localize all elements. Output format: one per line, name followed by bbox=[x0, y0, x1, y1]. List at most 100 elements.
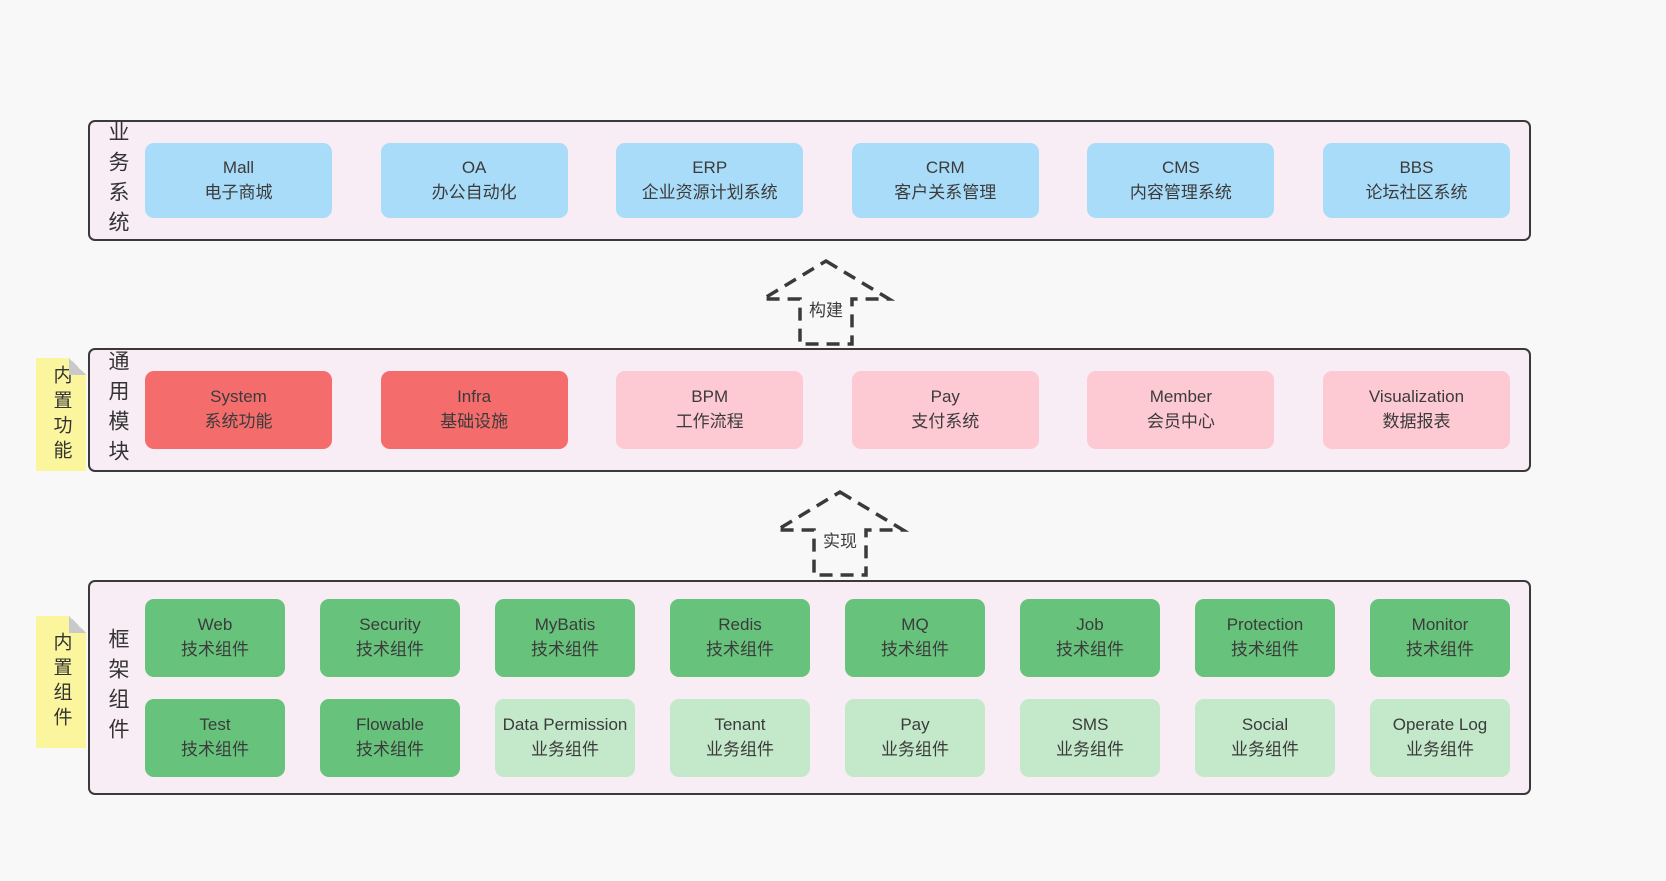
box-title: Visualization bbox=[1368, 387, 1465, 407]
sticky-built-in-features-label: 内置功能 bbox=[50, 364, 72, 465]
box-system: System 系统功能 bbox=[145, 371, 332, 449]
box-subtitle: 客户关系管理 bbox=[894, 182, 997, 202]
box-oa: OA 办公自动化 bbox=[380, 143, 568, 218]
box-sms: SMS 业务组件 bbox=[1020, 698, 1160, 777]
framework-row-1: Web 技术组件 Security 技术组件 MyBatis 技术组件 Redi… bbox=[145, 598, 1510, 677]
box-tenant: Tenant 业务组件 bbox=[670, 698, 810, 777]
box-job: Job 技术组件 bbox=[1020, 598, 1160, 677]
box-subtitle: 系统功能 bbox=[204, 412, 273, 431]
box-title: Infra bbox=[457, 387, 492, 407]
box-subtitle: 电子商城 bbox=[204, 182, 273, 202]
box-mall: Mall 电子商城 bbox=[145, 143, 332, 218]
box-title: MyBatis bbox=[534, 614, 596, 634]
box-title: Protection bbox=[1226, 614, 1304, 634]
box-title: Tenant bbox=[714, 714, 766, 734]
box-data-permission: Data Permission 业务组件 bbox=[495, 698, 635, 777]
box-subtitle: 内容管理系统 bbox=[1129, 182, 1232, 202]
box-title: Security bbox=[359, 614, 421, 634]
box-title: OA bbox=[461, 157, 487, 177]
band-common-modules-content: System 系统功能 Infra 基础设施 BPM 工作流程 Pay 支付系统… bbox=[145, 350, 1510, 470]
arrow-implement: 实现 bbox=[770, 487, 910, 579]
arrow-build: 构建 bbox=[756, 256, 896, 348]
band-business-systems-label: 业务系统 bbox=[106, 120, 129, 241]
arrow-build-label: 构建 bbox=[806, 296, 846, 321]
box-subtitle: 工作流程 bbox=[675, 412, 744, 431]
box-title: Test bbox=[199, 714, 231, 734]
box-test: Test 技术组件 bbox=[145, 698, 285, 777]
box-bbs: BBS 论坛社区系统 bbox=[1322, 143, 1510, 218]
box-redis: Redis 技术组件 bbox=[670, 598, 810, 677]
box-title: MQ bbox=[901, 614, 929, 634]
box-title: Monitor bbox=[1411, 614, 1469, 634]
box-title: Pay bbox=[930, 387, 960, 407]
sticky-built-in-components-label: 内置组件 bbox=[50, 632, 72, 732]
box-subtitle: 企业资源计划系统 bbox=[641, 182, 778, 202]
band-framework-components-label: 框架组件 bbox=[106, 627, 129, 748]
box-mq: MQ 技术组件 bbox=[845, 598, 985, 677]
box-title: ERP bbox=[692, 157, 728, 177]
box-subtitle: 基础设施 bbox=[440, 412, 509, 431]
box-title: Operate Log bbox=[1392, 714, 1488, 734]
band-common-modules: 通用模块 System 系统功能 Infra 基础设施 BPM 工作流程 Pay… bbox=[88, 348, 1531, 472]
box-title: Social bbox=[1241, 714, 1289, 734]
box-title: Job bbox=[1076, 614, 1104, 634]
box-subtitle: 技术组件 bbox=[181, 639, 249, 659]
box-web: Web 技术组件 bbox=[145, 598, 285, 677]
box-visualization: Visualization 数据报表 bbox=[1322, 371, 1510, 449]
box-cms: CMS 内容管理系统 bbox=[1087, 143, 1275, 218]
box-subtitle: 业务组件 bbox=[531, 739, 599, 759]
box-erp: ERP 企业资源计划系统 bbox=[616, 143, 804, 218]
box-pay-module: Pay 支付系统 bbox=[851, 371, 1039, 449]
box-pay-component: Pay 业务组件 bbox=[845, 698, 985, 777]
sticky-built-in-components: 内置组件 bbox=[36, 616, 86, 748]
box-title: CRM bbox=[925, 157, 965, 177]
box-subtitle: 业务组件 bbox=[881, 739, 949, 759]
sticky-built-in-features: 内置功能 bbox=[36, 358, 86, 471]
box-subtitle: 技术组件 bbox=[356, 639, 424, 659]
box-title: Flowable bbox=[355, 714, 425, 734]
box-title: Redis bbox=[718, 614, 762, 634]
box-title: BBS bbox=[1399, 157, 1434, 177]
box-subtitle: 技术组件 bbox=[881, 639, 949, 659]
box-subtitle: 技术组件 bbox=[1406, 639, 1474, 659]
box-subtitle: 技术组件 bbox=[181, 739, 249, 759]
box-operate-log: Operate Log 业务组件 bbox=[1370, 698, 1510, 777]
box-flowable: Flowable 技术组件 bbox=[320, 698, 460, 777]
box-title: Member bbox=[1149, 387, 1213, 407]
box-monitor: Monitor 技术组件 bbox=[1370, 598, 1510, 677]
box-subtitle: 办公自动化 bbox=[431, 182, 517, 202]
arrow-implement-label: 实现 bbox=[820, 527, 860, 552]
band-common-modules-label: 通用模块 bbox=[106, 350, 129, 470]
box-subtitle: 业务组件 bbox=[1056, 739, 1124, 759]
box-member: Member 会员中心 bbox=[1087, 371, 1275, 449]
box-title: SMS bbox=[1071, 714, 1109, 734]
box-title: Pay bbox=[900, 714, 930, 734]
box-mybatis: MyBatis 技术组件 bbox=[495, 598, 635, 677]
box-subtitle: 业务组件 bbox=[1231, 739, 1299, 759]
box-protection: Protection 技术组件 bbox=[1195, 598, 1335, 677]
box-title: Data Permission bbox=[502, 714, 628, 734]
box-title: Mall bbox=[222, 157, 255, 177]
band-framework-components: 框架组件 Web 技术组件 Security 技术组件 MyBatis 技术组件… bbox=[88, 580, 1531, 795]
band-business-systems: 业务系统 Mall 电子商城 OA 办公自动化 ERP 企业资源计划系统 CRM… bbox=[88, 120, 1531, 241]
box-infra: Infra 基础设施 bbox=[380, 371, 568, 449]
box-security: Security 技术组件 bbox=[320, 598, 460, 677]
box-title: System bbox=[210, 387, 267, 407]
box-subtitle: 技术组件 bbox=[531, 639, 599, 659]
box-subtitle: 技术组件 bbox=[1056, 639, 1124, 659]
framework-row-2: Test 技术组件 Flowable 技术组件 Data Permission … bbox=[145, 698, 1510, 777]
box-bpm: BPM 工作流程 bbox=[616, 371, 804, 449]
band-framework-components-content: Web 技术组件 Security 技术组件 MyBatis 技术组件 Redi… bbox=[145, 582, 1510, 793]
box-title: CMS bbox=[1161, 157, 1200, 177]
box-subtitle: 技术组件 bbox=[706, 639, 774, 659]
up-arrow-icon bbox=[756, 258, 896, 346]
box-title: BPM bbox=[691, 387, 729, 407]
box-subtitle: 业务组件 bbox=[706, 739, 774, 759]
box-subtitle: 技术组件 bbox=[356, 739, 424, 759]
up-arrow-icon bbox=[770, 489, 910, 577]
box-subtitle: 业务组件 bbox=[1406, 739, 1474, 759]
box-subtitle: 技术组件 bbox=[1231, 639, 1299, 659]
box-subtitle: 论坛社区系统 bbox=[1365, 182, 1468, 202]
box-subtitle: 会员中心 bbox=[1146, 412, 1215, 431]
